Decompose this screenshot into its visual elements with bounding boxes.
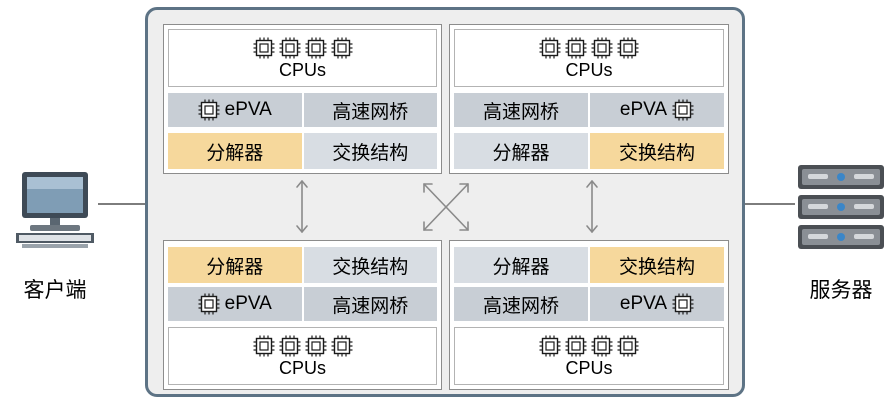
client-node: 客户端 xyxy=(8,170,102,302)
cpu-chip-icon xyxy=(591,37,613,59)
server-node: 服务器 xyxy=(794,165,888,302)
disaggregator-cell: 分解器 xyxy=(454,247,588,283)
cpu-chip-icon xyxy=(331,37,353,59)
cpu-box: CPUs xyxy=(454,327,724,385)
cpu-chips xyxy=(253,335,353,357)
cpu-chip-icon xyxy=(539,37,561,59)
cpu-chip-icon xyxy=(253,37,275,59)
module-top-right: CPUs 高速网桥 ePVA 分解器 交换结构 xyxy=(449,24,729,174)
cpu-box: CPUs xyxy=(168,327,437,385)
epva-label: ePVA xyxy=(619,293,668,314)
bridge-cell: 高速网桥 xyxy=(454,287,588,321)
computer-icon xyxy=(16,172,94,248)
epva-label: ePVA xyxy=(619,99,668,120)
fabric-row: 分解器 交换结构 xyxy=(168,133,437,169)
cpu-chips xyxy=(539,335,639,357)
fabric-row: 分解器 交换结构 xyxy=(168,247,437,283)
cpu-label: CPUs xyxy=(278,59,326,80)
cpu-chip-icon xyxy=(539,335,561,357)
epva-chip-icon xyxy=(672,99,694,121)
module-bottom-left: 分解器 交换结构 ePVA 高速网桥 CPUs xyxy=(163,240,442,390)
epva-chip-icon xyxy=(198,293,220,315)
cpu-chip-icon xyxy=(591,335,613,357)
cpu-chips xyxy=(539,37,639,59)
module-top-left: CPUs ePVA 高速网桥 分解器 交换结构 xyxy=(163,24,442,174)
switch-fabric-cell: 交换结构 xyxy=(301,133,437,169)
cpu-chip-icon xyxy=(279,335,301,357)
epva-cell: ePVA xyxy=(168,93,302,127)
client-label: 客户端 xyxy=(23,279,87,302)
disaggregator-cell: 分解器 xyxy=(454,133,588,169)
bridge-row: ePVA 高速网桥 xyxy=(168,93,437,127)
switch-fabric-cell: 交换结构 xyxy=(301,247,437,283)
epva-chip-icon xyxy=(672,293,694,315)
cpu-label: CPUs xyxy=(278,357,326,378)
switch-fabric-cell: 交换结构 xyxy=(588,133,724,169)
epva-label: ePVA xyxy=(224,99,272,120)
epva-cell: ePVA xyxy=(168,287,302,321)
cpu-label: CPUs xyxy=(565,357,613,378)
disaggregator-cell: 分解器 xyxy=(168,247,302,283)
module-bottom-right: 分解器 交换结构 高速网桥 ePVA CPUs xyxy=(449,240,729,390)
cpu-chip-icon xyxy=(279,37,301,59)
cpu-chip-icon xyxy=(331,335,353,357)
epva-label: ePVA xyxy=(224,293,272,314)
cpu-chip-icon xyxy=(565,335,587,357)
cpu-chip-icon xyxy=(617,37,639,59)
epva-chip-icon xyxy=(198,99,220,121)
epva-cell: ePVA xyxy=(588,93,724,127)
server-rack-icon xyxy=(798,165,884,249)
fabric-row: 分解器 交换结构 xyxy=(454,133,724,169)
bridge-row: 高速网桥 ePVA xyxy=(454,287,724,321)
cpu-chip-icon xyxy=(617,335,639,357)
cpu-chip-icon xyxy=(253,335,275,357)
cpu-chip-icon xyxy=(305,335,327,357)
bridge-row: ePVA 高速网桥 xyxy=(168,287,437,321)
fabric-row: 分解器 交换结构 xyxy=(454,247,724,283)
server-label: 服务器 xyxy=(809,279,873,302)
disaggregator-cell: 分解器 xyxy=(168,133,302,169)
cpu-chips xyxy=(253,37,353,59)
epva-cell: ePVA xyxy=(588,287,724,321)
cpu-chip-icon xyxy=(305,37,327,59)
cpu-box: CPUs xyxy=(454,29,724,87)
bridge-row: 高速网桥 ePVA xyxy=(454,93,724,127)
cpu-box: CPUs xyxy=(168,29,437,87)
cpu-chip-icon xyxy=(565,37,587,59)
bridge-cell: 高速网桥 xyxy=(301,93,437,127)
cpu-label: CPUs xyxy=(565,59,613,80)
client-connection-line xyxy=(98,203,147,205)
server-connection-line xyxy=(745,203,795,205)
bridge-cell: 高速网桥 xyxy=(454,93,588,127)
switch-fabric-cell: 交换结构 xyxy=(588,247,724,283)
bridge-cell: 高速网桥 xyxy=(301,287,437,321)
